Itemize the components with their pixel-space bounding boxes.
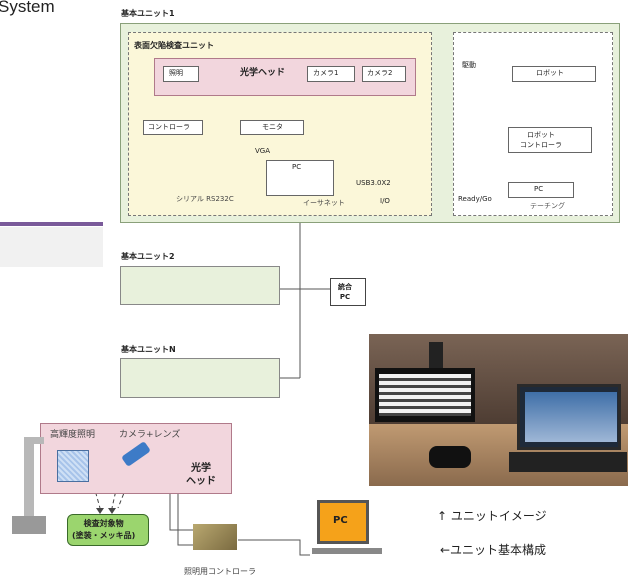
inspection-object-label: 検査対象物 (塗装・メッキ品) xyxy=(72,519,136,540)
io-label: I/O xyxy=(380,197,390,205)
vga-label: VGA xyxy=(255,147,271,155)
high-brightness-light-label: 高輝度照明 xyxy=(50,430,96,440)
purple-bar xyxy=(0,222,103,226)
inspection-unit-title: 表面欠陥検査ユニット xyxy=(134,41,214,50)
unit-config-caption: ←ユニット基本構成 xyxy=(440,543,547,557)
light-panel xyxy=(57,450,89,482)
photo-laptop-base xyxy=(509,452,627,472)
optical-head-label: 光学ヘッド xyxy=(240,68,286,78)
robot-pc-box xyxy=(508,182,574,198)
pc-box xyxy=(266,160,334,196)
pc-label: PC xyxy=(292,163,302,171)
teaching-label: テーチング xyxy=(530,202,565,210)
light-controller-shape xyxy=(193,524,237,550)
ready-go-label: Ready/Go xyxy=(458,195,492,203)
monitor-label: モニタ xyxy=(262,123,283,131)
camera1-box xyxy=(307,66,355,82)
controller-box xyxy=(143,120,203,135)
laptop-pc-label: PC xyxy=(333,515,348,526)
illumination-box xyxy=(163,66,199,82)
usb-label: USB3.0X2 xyxy=(356,179,391,187)
photo-camera xyxy=(429,342,443,368)
integration-pc-label: 統合 PC xyxy=(338,283,352,301)
top-left-text: System xyxy=(0,0,55,16)
drive-label: 駆動 xyxy=(462,61,476,69)
illumination-label: 照明 xyxy=(169,69,183,77)
stand-base xyxy=(12,516,46,534)
robot-pc-label: PC xyxy=(534,185,544,193)
robot-controller-label: ロボット コントローラ xyxy=(520,131,562,149)
lower-optical-head-label: 光学 ヘッド xyxy=(186,463,216,487)
unit2-title: 基本ユニット2 xyxy=(121,252,175,261)
laptop-base xyxy=(312,548,382,554)
integration-pc-box xyxy=(330,278,366,306)
robot-box xyxy=(512,66,596,82)
unit2-box xyxy=(120,266,280,305)
inspection-object-box xyxy=(67,514,149,546)
light-controller-label: 照明用コントローラ xyxy=(184,567,256,576)
camera2-box xyxy=(362,66,406,82)
stand-pole xyxy=(24,437,34,517)
unit1-title: 基本ユニット1 xyxy=(121,9,175,18)
camera-lens-label: カメラ+レンズ xyxy=(119,430,181,440)
photo-laptop-ui xyxy=(525,392,617,442)
gray-panel xyxy=(0,227,103,267)
unit-photo xyxy=(369,334,628,486)
photo-light-stripes xyxy=(379,374,471,416)
unit-image-caption: ↑ ユニットイメージ xyxy=(437,509,547,523)
unitN-box xyxy=(120,358,280,398)
serial-label: シリアル RS232C xyxy=(176,195,234,203)
unitN-title: 基本ユニットN xyxy=(121,345,176,354)
ethernet-label: イーサネット xyxy=(303,199,345,207)
camera1-label: カメラ1 xyxy=(313,69,339,77)
controller-label: コントローラ xyxy=(148,123,190,131)
robot-controller-box xyxy=(508,127,592,153)
photo-object xyxy=(429,446,471,468)
stand-arm xyxy=(24,437,44,444)
robot-label: ロボット xyxy=(536,69,564,77)
camera2-label: カメラ2 xyxy=(367,69,393,77)
laptop-screen xyxy=(317,500,369,544)
monitor-box xyxy=(240,120,304,135)
